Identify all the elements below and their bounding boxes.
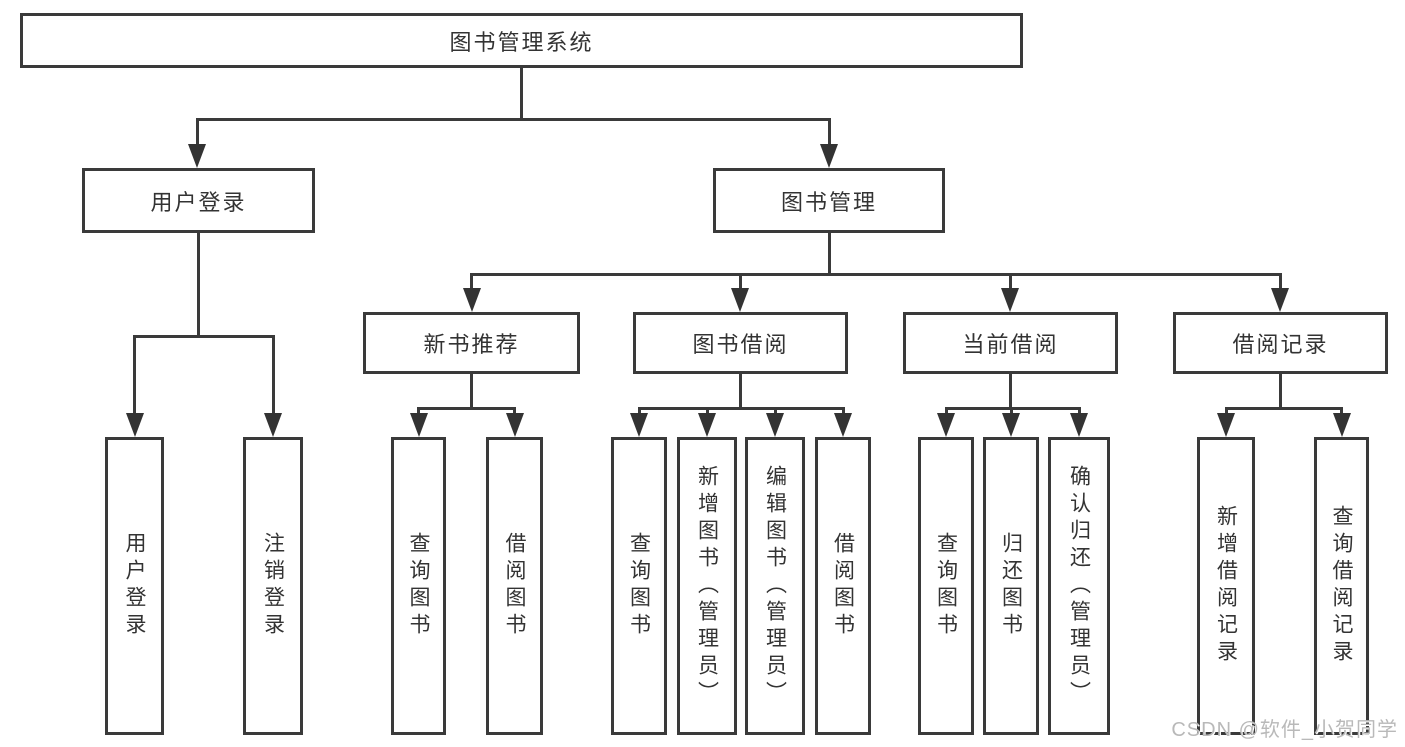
connector-line: [470, 273, 473, 291]
arrow-down-icon: [188, 144, 206, 168]
connector-line: [513, 407, 516, 417]
leaf-records-query-record-label: 查询借阅记录: [1330, 505, 1353, 667]
leaf-borrow-edit-books-admin-label: 编辑图书（管理员）: [763, 464, 787, 708]
leaf-newbook-query-books: 查询图书: [391, 437, 446, 735]
arrow-down-icon: [506, 413, 524, 437]
arrow-down-icon: [410, 413, 428, 437]
leaf-current-confirm-return-admin-label: 确认归还（管理员）: [1067, 464, 1091, 708]
leaf-borrow-query-books: 查询图书: [611, 437, 667, 735]
node-book-borrow-label: 图书借阅: [692, 332, 789, 357]
arrow-down-icon: [264, 413, 282, 437]
arrow-down-icon: [463, 288, 481, 312]
arrow-down-icon: [820, 144, 838, 168]
leaf-borrow-borrow-books: 借阅图书: [815, 437, 871, 735]
node-borrow-records: 借阅记录: [1173, 312, 1388, 374]
node-current-borrow-label: 当前借阅: [962, 332, 1059, 357]
connector-line: [417, 407, 516, 410]
connector-line: [1225, 407, 1343, 410]
connector-line: [1010, 407, 1013, 417]
node-book-borrow: 图书借阅: [633, 312, 848, 374]
connector-line: [1279, 273, 1282, 291]
arrow-down-icon: [937, 413, 955, 437]
leaf-newbook-query-books-label: 查询图书: [407, 532, 430, 640]
leaf-current-confirm-return-admin: 确认归还（管理员）: [1048, 437, 1110, 735]
leaf-user-login: 用户登录: [105, 437, 164, 735]
leaf-records-add-record-label: 新增借阅记录: [1214, 505, 1238, 667]
connector-line: [774, 407, 777, 417]
connector-line: [945, 407, 1081, 410]
connector-line: [739, 273, 742, 291]
connector-line: [196, 118, 831, 121]
node-root: 图书管理系统: [20, 13, 1023, 68]
leaf-logout: 注销登录: [243, 437, 303, 735]
connector-line: [196, 118, 199, 148]
connector-line: [470, 374, 473, 407]
arrow-down-icon: [630, 413, 648, 437]
leaf-records-query-record: 查询借阅记录: [1314, 437, 1369, 735]
connector-line: [638, 407, 845, 410]
leaf-current-return-books: 归还图书: [983, 437, 1039, 735]
connector-line: [133, 335, 136, 417]
node-borrow-records-label: 借阅记录: [1232, 332, 1329, 357]
connector-line: [470, 273, 1282, 276]
arrow-down-icon: [834, 413, 852, 437]
connector-line: [828, 118, 831, 148]
node-root-label: 图书管理系统: [449, 29, 594, 55]
connector-line: [1279, 374, 1282, 407]
leaf-logout-label: 注销登录: [261, 532, 285, 640]
connector-line: [638, 407, 641, 417]
arrow-down-icon: [1070, 413, 1088, 437]
arrow-down-icon: [1333, 413, 1351, 437]
connector-line: [1078, 407, 1081, 417]
connector-line: [1009, 273, 1012, 291]
arrow-down-icon: [731, 288, 749, 312]
node-new-book-recommend: 新书推荐: [363, 312, 580, 374]
connector-line: [272, 335, 275, 417]
node-book-management: 图书管理: [713, 168, 945, 233]
connector-line: [417, 407, 420, 417]
leaf-borrow-add-books-admin-label: 新增图书（管理员）: [695, 464, 719, 708]
connector-line: [133, 335, 275, 338]
connector-line: [842, 407, 845, 417]
arrow-down-icon: [126, 413, 144, 437]
connector-line: [706, 407, 709, 417]
leaf-borrow-edit-books-admin: 编辑图书（管理员）: [745, 437, 805, 735]
leaf-current-query-books-label: 查询图书: [934, 532, 958, 640]
leaf-newbook-borrow-books-label: 借阅图书: [503, 532, 526, 640]
node-book-management-label: 图书管理: [780, 189, 877, 215]
connector-line: [828, 233, 831, 273]
leaf-borrow-borrow-books-label: 借阅图书: [831, 532, 855, 640]
arrow-down-icon: [1217, 413, 1235, 437]
connector-line: [1225, 407, 1228, 417]
connector-line: [197, 233, 200, 335]
leaf-current-query-books: 查询图书: [918, 437, 974, 735]
arrow-down-icon: [698, 413, 716, 437]
leaf-user-login-label: 用户登录: [123, 532, 146, 640]
leaf-records-add-record: 新增借阅记录: [1197, 437, 1255, 735]
arrow-down-icon: [1001, 288, 1019, 312]
leaf-newbook-borrow-books: 借阅图书: [486, 437, 543, 735]
node-user-login-label: 用户登录: [150, 189, 247, 215]
connector-line: [520, 68, 523, 118]
leaf-current-return-books-label: 归还图书: [999, 532, 1023, 640]
connector-line: [739, 374, 742, 407]
node-current-borrow: 当前借阅: [903, 312, 1118, 374]
arrow-down-icon: [766, 413, 784, 437]
connector-line: [1340, 407, 1343, 417]
leaf-borrow-query-books-label: 查询图书: [627, 532, 651, 640]
leaf-borrow-add-books-admin: 新增图书（管理员）: [677, 437, 737, 735]
csdn-watermark: CSDN @软件_小贺同学: [1171, 719, 1398, 741]
connector-line: [945, 407, 948, 417]
arrow-down-icon: [1271, 288, 1289, 312]
node-user-login: 用户登录: [82, 168, 315, 233]
node-new-book-recommend-label: 新书推荐: [423, 332, 520, 357]
connector-line: [1009, 374, 1012, 407]
arrow-down-icon: [1002, 413, 1020, 437]
